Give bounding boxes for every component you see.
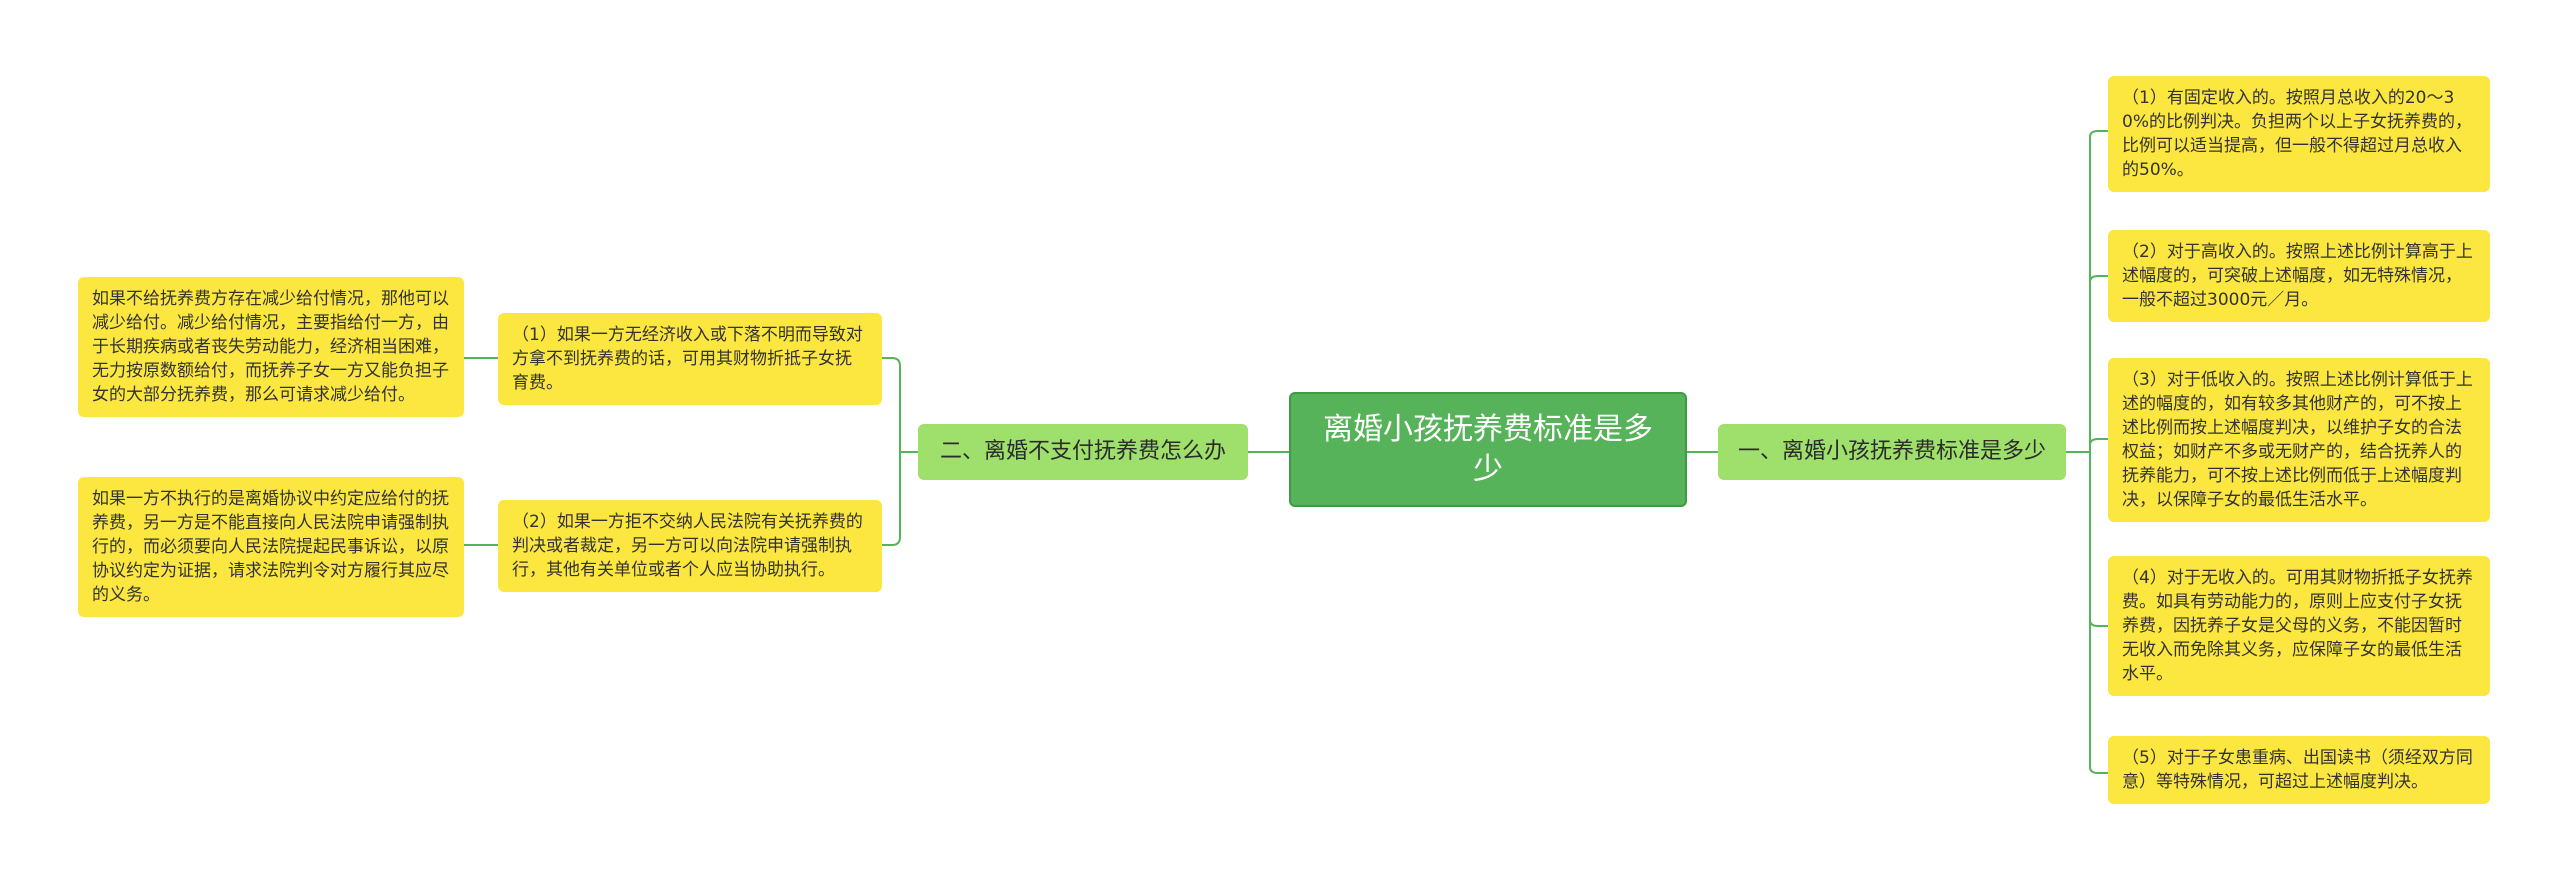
root-node[interactable]: 离婚小孩抚养费标准是多少	[1289, 392, 1687, 507]
link-right-trunk	[2089, 130, 2108, 774]
detail-node-reduce-payment[interactable]: 如果不给抚养费方存在减少给付情况，那他可以减少给付。减少给付情况，主要指给付一方…	[78, 277, 464, 417]
detail-text: 如果一方不执行的是离婚协议中约定应给付的抚养费，另一方是不能直接向人民法院申请强…	[92, 489, 449, 605]
root-title: 离婚小孩抚养费标准是多少	[1323, 411, 1653, 487]
leaf-text: （5）对于子女患重病、出国读书（须经双方同意）等特殊情况，可超过上述幅度判决。	[2122, 748, 2473, 792]
leaf-text: （1）如果一方无经济收入或下落不明而导致对方拿不到抚养费的话，可用其财物折抵子女…	[512, 325, 863, 393]
leaf-node-high-income[interactable]: （2）对于高收入的。按照上述比例计算高于上述幅度的，可突破上述幅度，如无特殊情况…	[2108, 230, 2490, 322]
leaf-text: （3）对于低收入的。按照上述比例计算低于上述的幅度的，如有较多其他财产的，可不按…	[2122, 370, 2473, 510]
detail-node-civil-lawsuit[interactable]: 如果一方不执行的是离婚协议中约定应给付的抚养费，另一方是不能直接向人民法院申请强…	[78, 477, 464, 617]
link-left-trunk	[882, 357, 901, 546]
leaf-text: （2）对于高收入的。按照上述比例计算高于上述幅度的，可突破上述幅度，如无特殊情况…	[2122, 242, 2473, 310]
branch-label: 一、离婚小孩抚养费标准是多少	[1737, 439, 2046, 464]
branch-label: 二、离婚不支付抚养费怎么办	[939, 439, 1226, 464]
leaf-text: （2）如果一方拒不交纳人民法院有关抚养费的判决或者裁定，另一方可以向法院申请强制…	[512, 512, 863, 580]
branch-node-standard[interactable]: 一、离婚小孩抚养费标准是多少	[1718, 424, 2066, 480]
detail-text: 如果不给抚养费方存在减少给付情况，那他可以减少给付。减少给付情况，主要指给付一方…	[92, 289, 449, 405]
leaf-node-fixed-income[interactable]: （1）有固定收入的。按照月总收入的20～30%的比例判决。负担两个以上子女抚养费…	[2108, 76, 2490, 192]
leaf-text: （1）有固定收入的。按照月总收入的20～30%的比例判决。负担两个以上子女抚养费…	[2122, 88, 2472, 180]
leaf-node-low-income[interactable]: （3）对于低收入的。按照上述比例计算低于上述的幅度的，如有较多其他财产的，可不按…	[2108, 358, 2490, 522]
leaf-node-no-income-missing[interactable]: （1）如果一方无经济收入或下落不明而导致对方拿不到抚养费的话，可用其财物折抵子女…	[498, 313, 882, 405]
branch-node-nonpayment[interactable]: 二、离婚不支付抚养费怎么办	[918, 424, 1248, 480]
leaf-node-special-cases[interactable]: （5）对于子女患重病、出国读书（须经双方同意）等特殊情况，可超过上述幅度判决。	[2108, 736, 2490, 804]
leaf-text: （4）对于无收入的。可用其财物折抵子女抚养费。如具有劳动能力的，原则上应支付子女…	[2122, 568, 2473, 684]
leaf-node-refuse-to-pay[interactable]: （2）如果一方拒不交纳人民法院有关抚养费的判决或者裁定，另一方可以向法院申请强制…	[498, 500, 882, 592]
leaf-node-no-income[interactable]: （4）对于无收入的。可用其财物折抵子女抚养费。如具有劳动能力的，原则上应支付子女…	[2108, 556, 2490, 696]
